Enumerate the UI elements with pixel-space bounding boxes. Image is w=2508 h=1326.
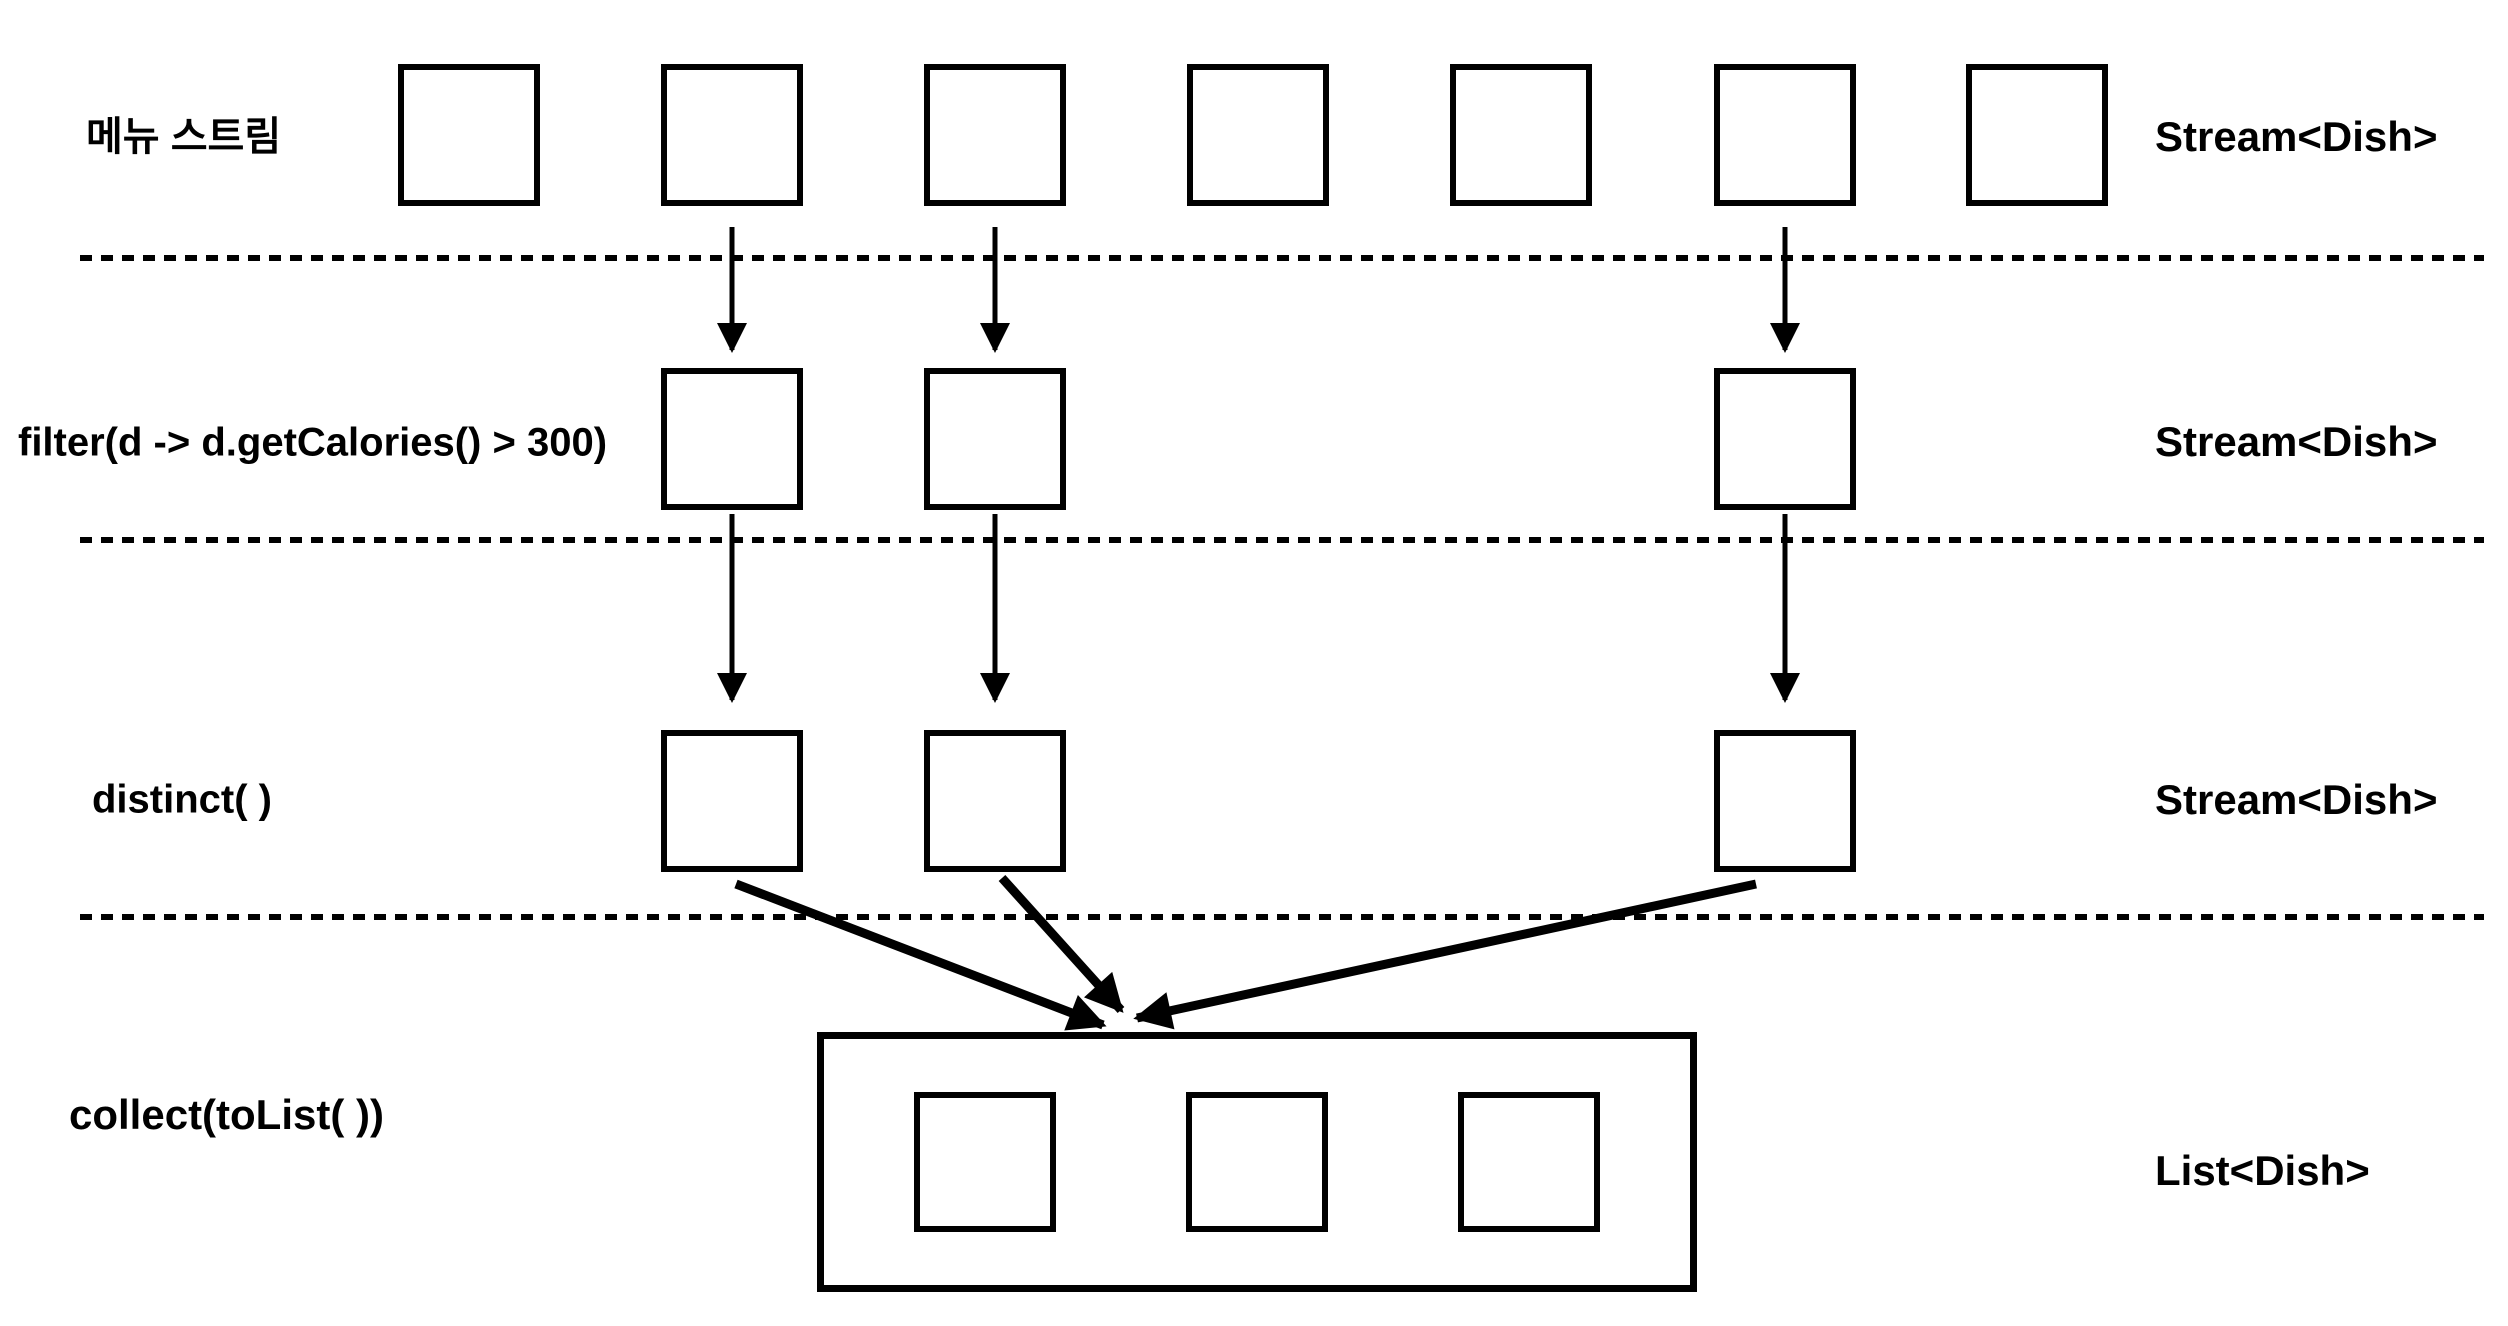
dish-element-box-menu-col3 (924, 64, 1066, 206)
row-label-distinct: distinct( ) (92, 777, 272, 822)
dish-element-box-filter-col3 (924, 368, 1066, 510)
dish-element-box-menu-col2 (661, 64, 803, 206)
dish-element-box-menu-col6 (1714, 64, 1856, 206)
collected-list-box (817, 1032, 1697, 1292)
arrow-distinct-to-collect-2 (998, 874, 1125, 1014)
type-label-stream-dish-1: Stream<Dish> (2155, 113, 2438, 160)
row-label-filter: filter(d -> d.getCalories() > 300) (18, 420, 608, 465)
collected-dish-box-3 (1458, 1092, 1600, 1232)
row-label-collect: collect(toList( )) (69, 1091, 384, 1138)
arrow-distinct-to-collect-1 (734, 879, 1107, 1031)
dish-element-box-menu-col4 (1187, 64, 1329, 206)
arrow-distinct-to-collect-3 (1133, 879, 1757, 1030)
type-label-list-dish: List<Dish> (2155, 1147, 2370, 1194)
collected-dish-box-1 (914, 1092, 1056, 1232)
type-label-stream-dish-3: Stream<Dish> (2155, 776, 2438, 823)
type-label-stream-dish-2: Stream<Dish> (2155, 418, 2438, 465)
dish-element-box-distinct-col6 (1714, 730, 1856, 872)
collected-dish-box-2 (1186, 1092, 1328, 1232)
dish-element-box-distinct-col2 (661, 730, 803, 872)
dish-element-box-menu-col7 (1966, 64, 2108, 206)
dish-element-box-menu-col1 (398, 64, 540, 206)
dish-element-box-menu-col5 (1450, 64, 1592, 206)
dish-element-box-filter-col6 (1714, 368, 1856, 510)
row-label-menu-stream: 메뉴 스트림 (86, 115, 282, 159)
dish-element-box-filter-col2 (661, 368, 803, 510)
dish-element-box-distinct-col3 (924, 730, 1066, 872)
collected-list-items (824, 1039, 1690, 1285)
